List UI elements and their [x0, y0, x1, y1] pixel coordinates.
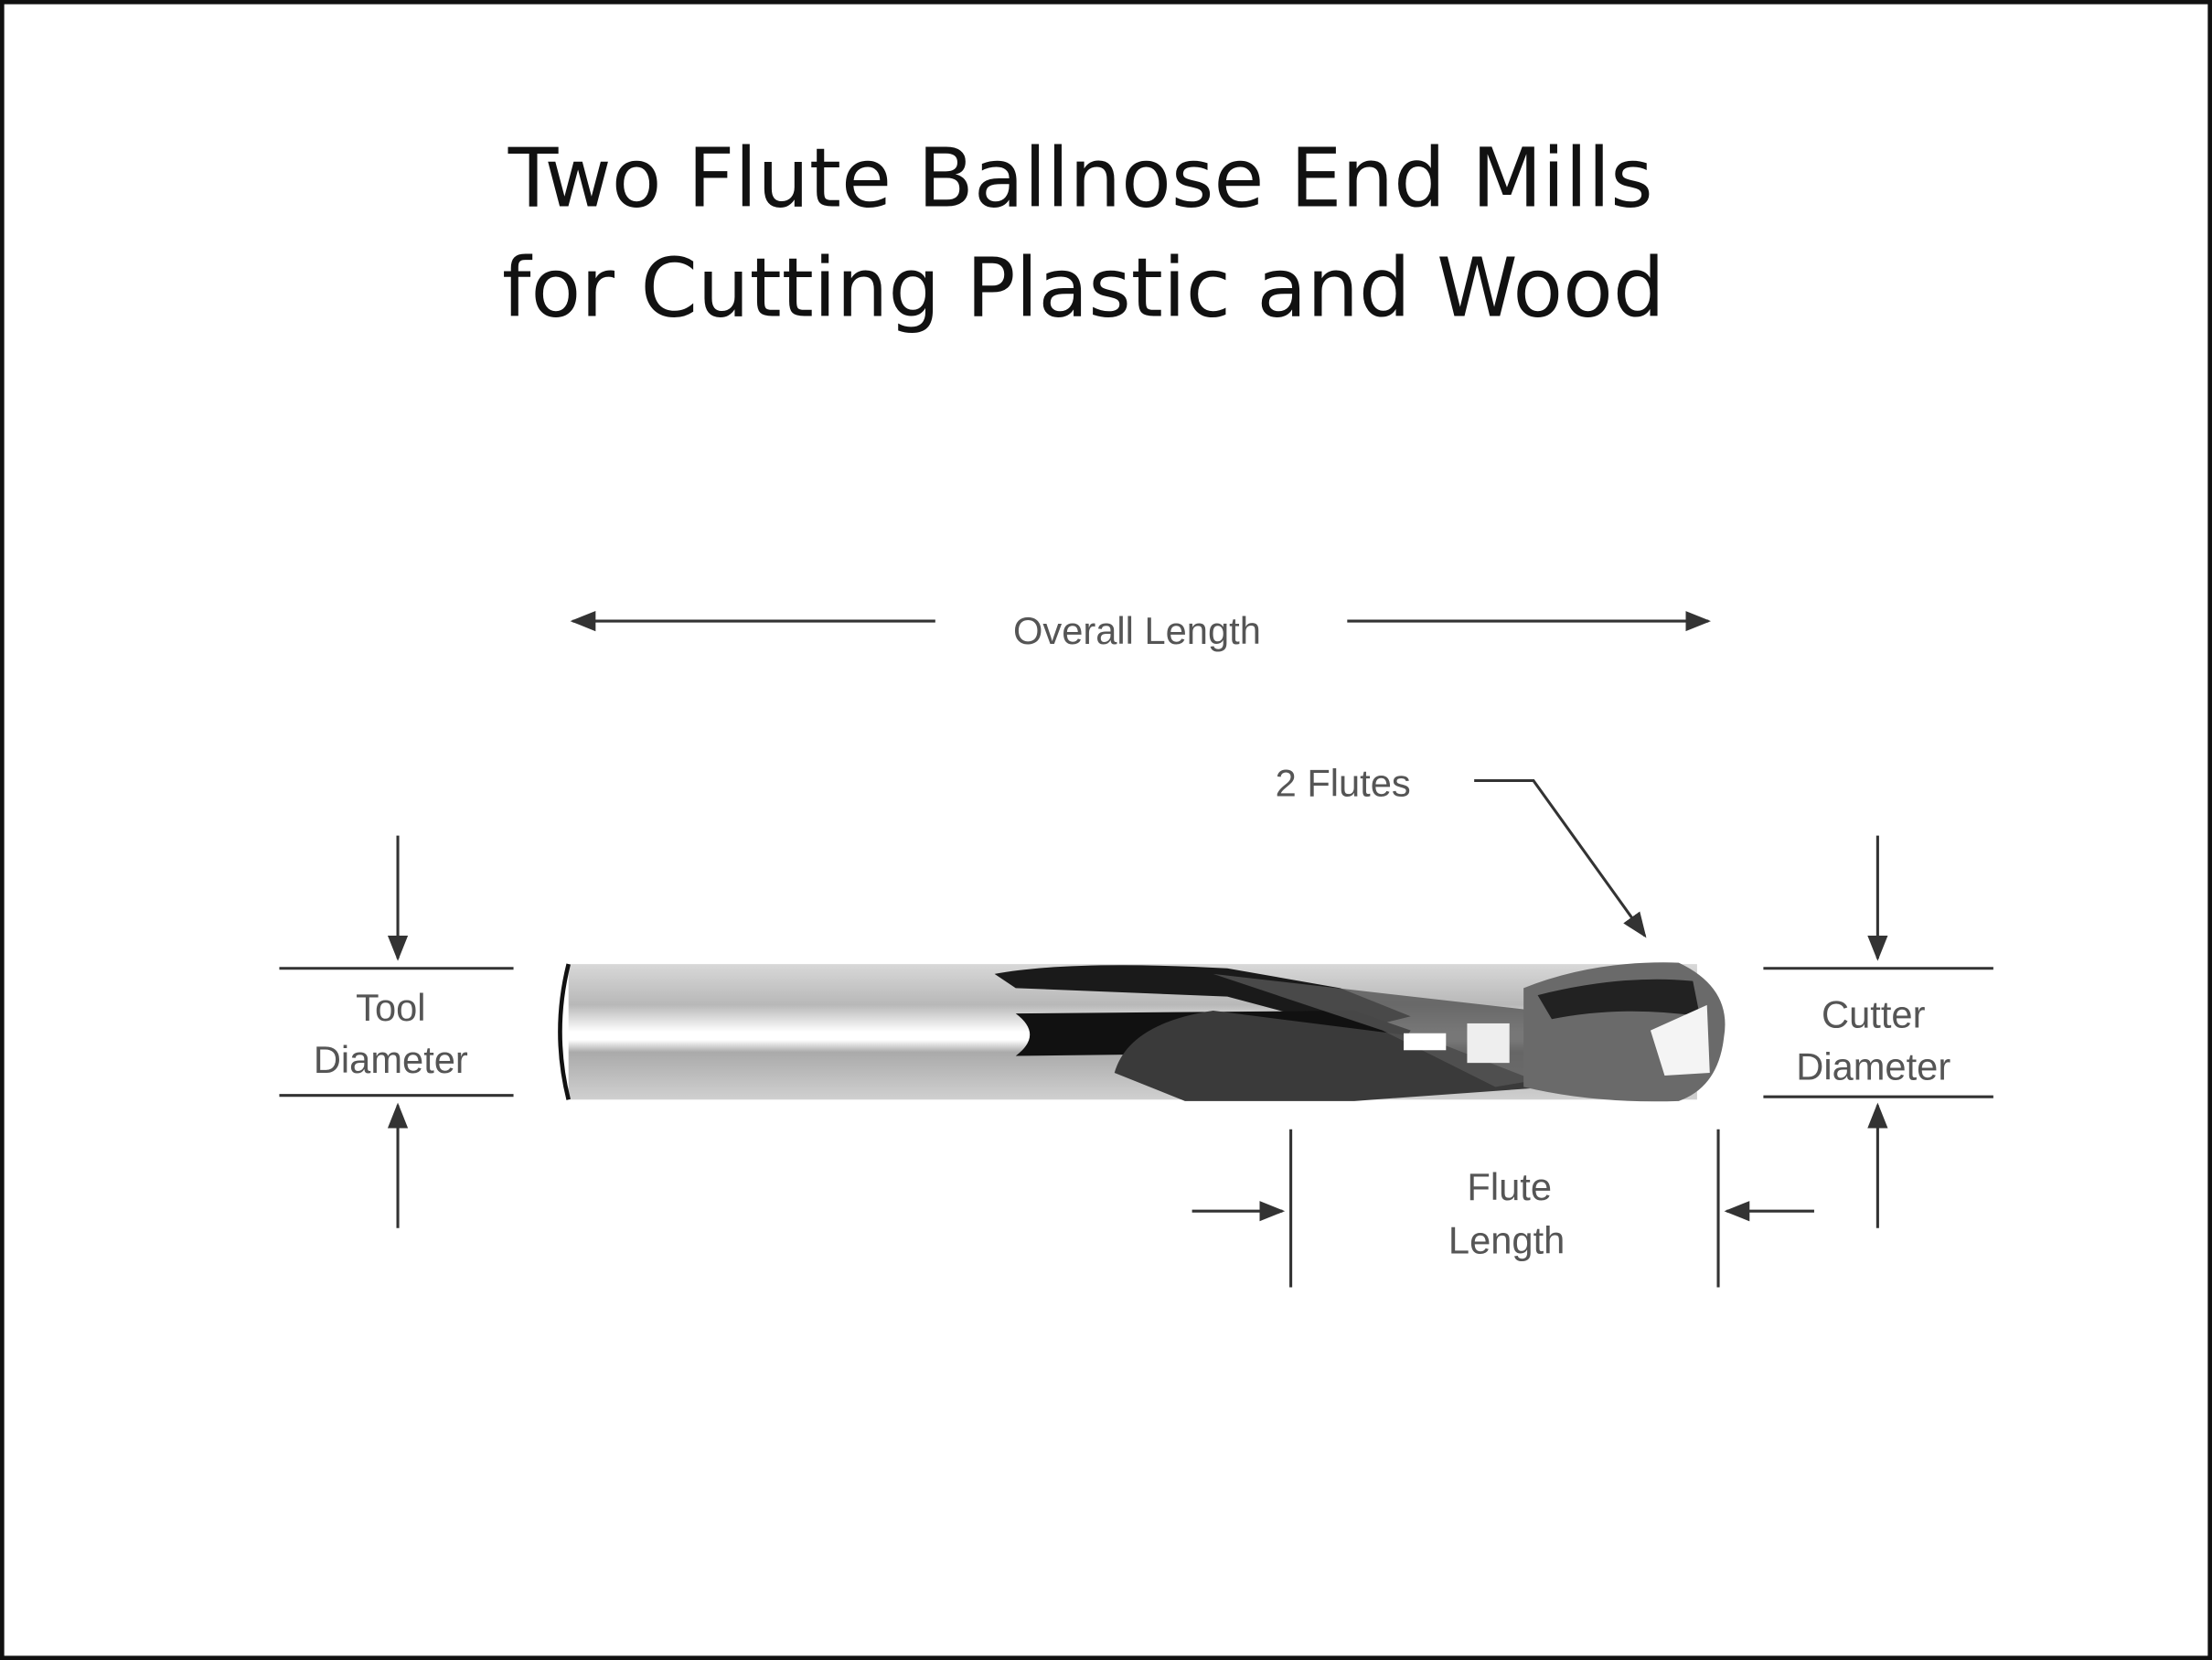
flutes-leader-arrow [1474, 778, 1647, 938]
end-mill-tool [558, 962, 1726, 1102]
flute-length-label-2: Length [1448, 1219, 1565, 1262]
tool-diameter-label-1: Tool [356, 986, 425, 1029]
tool-diameter-label-2: Diameter [314, 1038, 468, 1081]
flutes-label: 2 Flutes [1276, 761, 1411, 804]
flute-length-label-1: Flute [1467, 1165, 1552, 1208]
flute-length-dimension [1191, 1129, 1814, 1288]
cutter-diameter-label-2: Diameter [1796, 1045, 1950, 1088]
cutter-diameter-dimension [1763, 835, 1993, 1228]
title-line-1: Two Flute Ballnose End Mills [508, 131, 1653, 226]
overall-length-label: Overall Length [1013, 609, 1261, 652]
title-line-2: for Cutting Plastic and Wood [502, 241, 1665, 337]
cutter-diameter-label-1: Cutter [1822, 993, 1926, 1036]
tool-diameter-dimension [279, 835, 514, 1228]
